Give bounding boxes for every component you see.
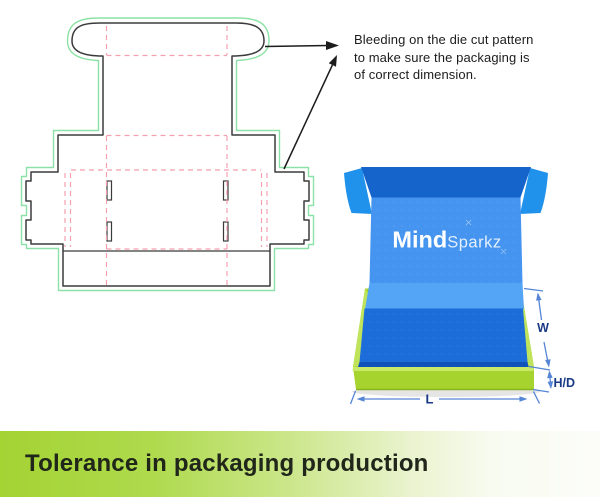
arrow-head-icon	[356, 396, 365, 402]
brand-logo-mind: Mind	[392, 227, 447, 253]
interior-front-wall	[357, 362, 529, 369]
dim-extension-tick	[532, 391, 541, 404]
arrow-head-icon	[547, 381, 554, 389]
lid-ear-right	[520, 168, 548, 214]
bleed-annotation: Bleeding on the die cut pattern to make …	[354, 31, 574, 84]
page-title: Tolerance in packaging production	[25, 450, 429, 477]
slot	[106, 221, 113, 242]
tray-front-rim	[352, 367, 534, 371]
cut-outline	[25, 22, 310, 287]
fold-lines	[64, 26, 268, 285]
box-illustration: MindSparkz	[344, 167, 576, 407]
dim-extension-tick	[532, 388, 550, 393]
callout-arrow-line	[283, 64, 334, 170]
dim-extension-tick	[523, 287, 544, 292]
annotation-line: Bleeding on the die cut pattern	[354, 32, 534, 47]
dim-width-label: W	[537, 321, 549, 335]
sparkle-icon	[500, 248, 507, 255]
slot	[106, 180, 113, 201]
arrow-head-icon	[545, 359, 551, 368]
dim-height-depth-label: H/D	[554, 376, 576, 390]
dim-length-label: L	[426, 392, 434, 407]
slot	[222, 180, 229, 201]
arrow-head-icon	[519, 396, 528, 402]
lid-top-face	[361, 167, 531, 198]
arrow-head-icon	[326, 41, 339, 50]
die-cut-diagram	[20, 17, 339, 292]
arrow-head-icon	[536, 292, 542, 301]
slot	[222, 221, 229, 242]
arrow-head-icon	[328, 55, 337, 67]
sparkle-icon	[465, 219, 472, 226]
brand-logo-sparkz: Sparkz	[447, 234, 501, 252]
dim-extension-tick	[528, 365, 551, 371]
annotation-line: of correct dimension.	[354, 67, 477, 82]
callout-arrows	[264, 41, 339, 170]
lid-ear-left	[344, 168, 372, 214]
caption-bar: Tolerance in packaging production	[0, 431, 600, 497]
lock-slots	[106, 180, 229, 242]
lid-inner-panel-texture	[369, 197, 523, 283]
arrow-head-icon	[547, 370, 553, 379]
bleed-outline	[20, 17, 315, 292]
callout-arrow-line	[264, 44, 329, 48]
dim-extension-tick	[349, 390, 357, 405]
brand-logo: MindSparkz	[392, 227, 501, 253]
dimension-arrowheads	[356, 292, 554, 402]
annotation-line: to make sure the packaging is	[354, 49, 530, 65]
interior-floor-texture	[359, 308, 528, 362]
lid-inner-flap	[365, 283, 524, 309]
